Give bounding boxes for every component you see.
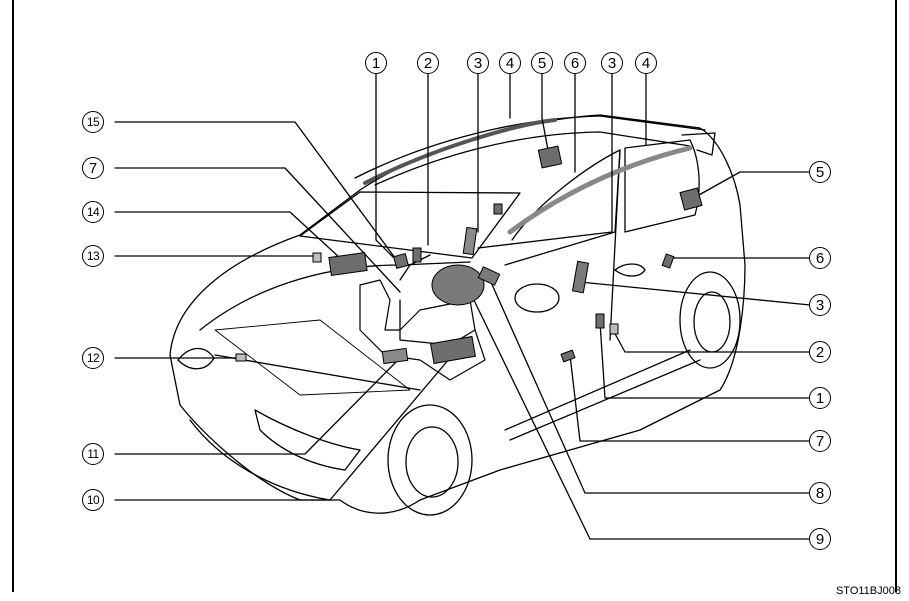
leader-left-15 bbox=[114, 121, 399, 263]
leader-left-14 bbox=[114, 211, 341, 259]
frame-right-border bbox=[895, 0, 897, 592]
callout-right-6: 6 bbox=[809, 247, 831, 269]
callout-right-3: 3 bbox=[809, 294, 831, 316]
callout-top-1: 1 bbox=[365, 52, 387, 74]
callout-right-7: 7 bbox=[809, 430, 831, 452]
wiring-harness-2 bbox=[399, 299, 476, 346]
leader-right-7 bbox=[569, 354, 811, 442]
side-sill-lower bbox=[509, 359, 701, 441]
rear-sensor-2 bbox=[609, 323, 619, 335]
floor-sensor bbox=[560, 349, 576, 363]
leader-left-11 bbox=[114, 357, 401, 455]
front-wheel bbox=[387, 404, 473, 516]
callout-top-3b: 3 bbox=[601, 52, 623, 74]
callout-top-2: 2 bbox=[417, 52, 439, 74]
callout-right-5: 5 bbox=[809, 161, 831, 183]
callout-left-11: 11 bbox=[82, 443, 104, 465]
hood-crease bbox=[214, 354, 421, 391]
callout-left-10: 10 bbox=[82, 489, 104, 511]
rear-spoiler bbox=[681, 132, 716, 156]
airbag-ecu bbox=[430, 335, 476, 365]
callout-left-12: 12 bbox=[82, 347, 104, 369]
rear-wheel bbox=[679, 271, 741, 369]
side-airbag-sensor-13 bbox=[312, 252, 322, 263]
hood-line bbox=[199, 261, 471, 331]
leader-top-3b bbox=[477, 73, 613, 249]
driver-airbag bbox=[431, 264, 485, 306]
front-impact-sensor bbox=[381, 347, 409, 365]
leader-right-5 bbox=[689, 171, 811, 201]
wiring-harness-3 bbox=[399, 254, 431, 281]
door-split bbox=[609, 149, 621, 341]
front-bumper bbox=[189, 419, 331, 501]
front-grille bbox=[254, 409, 361, 471]
front-door-window bbox=[504, 149, 621, 266]
front-sensor-12 bbox=[235, 353, 247, 362]
rear-sensor-1 bbox=[595, 313, 605, 329]
callout-left-7: 7 bbox=[82, 157, 104, 179]
leader-top-1 bbox=[375, 73, 399, 263]
curtain-inflator-front bbox=[462, 226, 478, 256]
callout-right-8: 8 bbox=[809, 482, 831, 504]
callout-top-4a: 4 bbox=[499, 52, 521, 74]
curtain-inflator-rear bbox=[537, 145, 563, 169]
leader-left-10 bbox=[114, 351, 456, 501]
pillar-sensor bbox=[493, 203, 503, 215]
knee-airbag bbox=[477, 266, 501, 286]
roof-line-inner bbox=[374, 131, 691, 186]
leader-right-8 bbox=[489, 279, 811, 494]
passenger-airbag bbox=[328, 252, 368, 276]
callout-top-4b: 4 bbox=[635, 52, 657, 74]
callout-top-6: 6 bbox=[564, 52, 586, 74]
reference-code: STO11BJ008 bbox=[835, 585, 901, 597]
engine-area-outline bbox=[214, 319, 411, 396]
side-mirror bbox=[514, 283, 560, 313]
curtain-airbag-right bbox=[507, 145, 693, 235]
callout-left-15: 15 bbox=[82, 111, 104, 133]
callout-top-3a: 3 bbox=[467, 52, 489, 74]
front-wheel-rim bbox=[405, 426, 459, 498]
leader-left-7 bbox=[114, 167, 401, 293]
airbag-sensor-front-right bbox=[412, 247, 422, 263]
callout-left-13: 13 bbox=[82, 245, 104, 267]
side-sill bbox=[504, 349, 691, 431]
rear-door-window bbox=[624, 139, 700, 233]
rear-door-handle bbox=[614, 263, 646, 277]
callout-left-14: 14 bbox=[82, 201, 104, 223]
airbag-sensor-front-left bbox=[393, 253, 409, 269]
leader-right-2 bbox=[612, 329, 811, 353]
rear-pillar-inflator bbox=[679, 187, 703, 211]
leader-right-3 bbox=[579, 281, 811, 306]
rear-door-sensor bbox=[661, 253, 675, 269]
leader-right-1 bbox=[599, 321, 811, 399]
callout-top-5: 5 bbox=[531, 52, 553, 74]
rear-wheel-rim bbox=[693, 291, 731, 353]
front-seat-side-airbag bbox=[571, 260, 590, 294]
callout-right-2: 2 bbox=[809, 341, 831, 363]
leader-right-9 bbox=[469, 291, 811, 540]
callout-right-9: 9 bbox=[809, 528, 831, 550]
leader-top-5 bbox=[541, 73, 549, 151]
curtain-airbag-left bbox=[363, 118, 557, 185]
callout-right-1: 1 bbox=[809, 387, 831, 409]
frame-left-border bbox=[12, 0, 14, 592]
windshield bbox=[299, 191, 521, 259]
roof-line bbox=[354, 115, 706, 179]
